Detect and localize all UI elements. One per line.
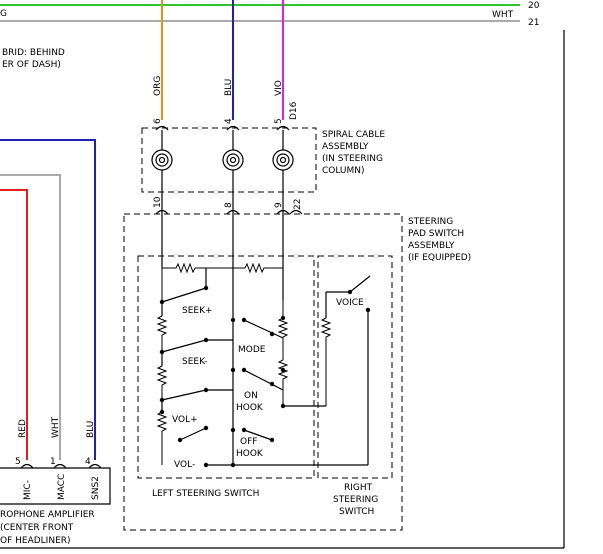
left-steering-switch-box bbox=[137, 255, 315, 479]
mode-label: MODE bbox=[238, 345, 266, 355]
amp-terminal-sns2: SNS2 bbox=[91, 476, 101, 500]
seek-minus-label: SEEK- bbox=[182, 357, 207, 367]
resistor-column-left bbox=[156, 268, 168, 465]
switch-vol-lower bbox=[159, 409, 209, 443]
spiral-pin-4: 4 bbox=[224, 118, 234, 124]
steering-pad-box bbox=[123, 213, 403, 531]
amp-label-line-1: ROPHONE AMPLIFIER bbox=[0, 510, 95, 520]
amp-wire-wht: WHT bbox=[51, 416, 61, 438]
voice-label: VOICE bbox=[336, 298, 364, 308]
bus-color-label: WHT bbox=[492, 10, 514, 20]
spiral-label-line-3: (IN STEERING bbox=[322, 154, 383, 164]
switch-mode bbox=[230, 315, 286, 339]
spiral-label-line-1: SPIRAL CABLE bbox=[322, 130, 385, 140]
on-hook-label-1: ON bbox=[244, 391, 258, 401]
amp-label-line-2: (CENTER FRONT bbox=[0, 523, 74, 533]
hybrid-note-line-1: BRID: BEHIND bbox=[2, 48, 65, 58]
amp-wire-blu: BLU bbox=[86, 421, 96, 438]
bus-left-mark: G bbox=[0, 9, 7, 19]
vol-plus-label: VOL+ bbox=[172, 415, 198, 425]
connector-arc bbox=[155, 125, 290, 131]
wire-color-blu: BLU bbox=[224, 79, 234, 96]
switch-seek-plus bbox=[159, 268, 209, 305]
wire-color-org: ORG bbox=[153, 76, 163, 96]
amp-terminal-macc: MACC bbox=[57, 474, 67, 500]
seek-plus-label: SEEK+ bbox=[182, 306, 213, 316]
amp-pin-1: 1 bbox=[50, 457, 56, 467]
switch-on-hook bbox=[230, 367, 326, 409]
spiral-pin-10: 10 bbox=[153, 196, 163, 208]
right-steering-switch-box bbox=[317, 255, 393, 479]
spiral-label-line-4: COLUMN) bbox=[322, 166, 365, 176]
blue-wire-to-amp bbox=[0, 139, 96, 460]
switch-off-hook bbox=[230, 427, 275, 443]
bus-wire-number-20: 20 bbox=[528, 1, 540, 11]
steering-pad-label-line-2: PAD SWITCH bbox=[408, 229, 464, 239]
switch-vol-minus bbox=[203, 462, 368, 468]
vol-minus-label: VOL- bbox=[174, 460, 195, 470]
spiral-pin-5: 5 bbox=[274, 118, 284, 124]
amp-terminal-mic: MIC- bbox=[23, 480, 33, 500]
bus-wire-number-21: 21 bbox=[528, 18, 539, 28]
amp-pin-5: 5 bbox=[15, 457, 21, 467]
steering-pad-label-line-4: (IF EQUIPPED) bbox=[408, 253, 471, 263]
spiral-pin-9: 9 bbox=[274, 202, 284, 208]
wire-gauge-d16: D16 bbox=[289, 101, 299, 120]
resistor bbox=[233, 262, 283, 274]
amplifier-box bbox=[0, 467, 111, 505]
amp-pin-4: 4 bbox=[85, 457, 91, 467]
white-wire-to-amp bbox=[0, 174, 61, 460]
off-hook-label-1: OFF bbox=[240, 437, 257, 447]
red-wire-to-amp bbox=[0, 189, 28, 460]
left-switch-label: LEFT STEERING SWITCH bbox=[152, 489, 259, 499]
amp-label-line-3: OF HEADLINER) bbox=[0, 536, 71, 546]
resistor bbox=[162, 262, 233, 274]
right-switch-label-1: RIGHT bbox=[344, 483, 373, 493]
spiral-cable-box bbox=[141, 127, 317, 193]
amp-wire-red: RED bbox=[18, 419, 28, 438]
hybrid-note-line-2: ER OF DASH) bbox=[2, 60, 61, 70]
on-hook-label-2: HOOK bbox=[236, 403, 264, 413]
right-switch-label-3: SWITCH bbox=[339, 507, 374, 517]
spiral-pin-8: 8 bbox=[224, 202, 234, 208]
steering-pad-label-line-3: ASSEMBLY bbox=[408, 241, 455, 251]
connector-arc bbox=[155, 209, 303, 215]
right-switch-label-2: STEERING bbox=[333, 495, 378, 505]
wire-color-vio: VIO bbox=[274, 80, 284, 96]
steering-pad-label-line-1: STEERING bbox=[408, 217, 453, 227]
spiral-pin-6: 6 bbox=[153, 118, 163, 124]
resistor-column-right bbox=[277, 300, 289, 406]
spiral-pin-22: 22 bbox=[293, 199, 303, 210]
switch-voice bbox=[320, 275, 371, 465]
off-hook-label-2: HOOK bbox=[236, 449, 264, 459]
connector-arc bbox=[20, 463, 102, 469]
switch-vol-plus bbox=[159, 387, 233, 403]
spiral-label-line-2: ASSEMBLY bbox=[322, 142, 369, 152]
switch-seek-minus bbox=[159, 337, 233, 355]
spiral-coils bbox=[151, 149, 294, 171]
